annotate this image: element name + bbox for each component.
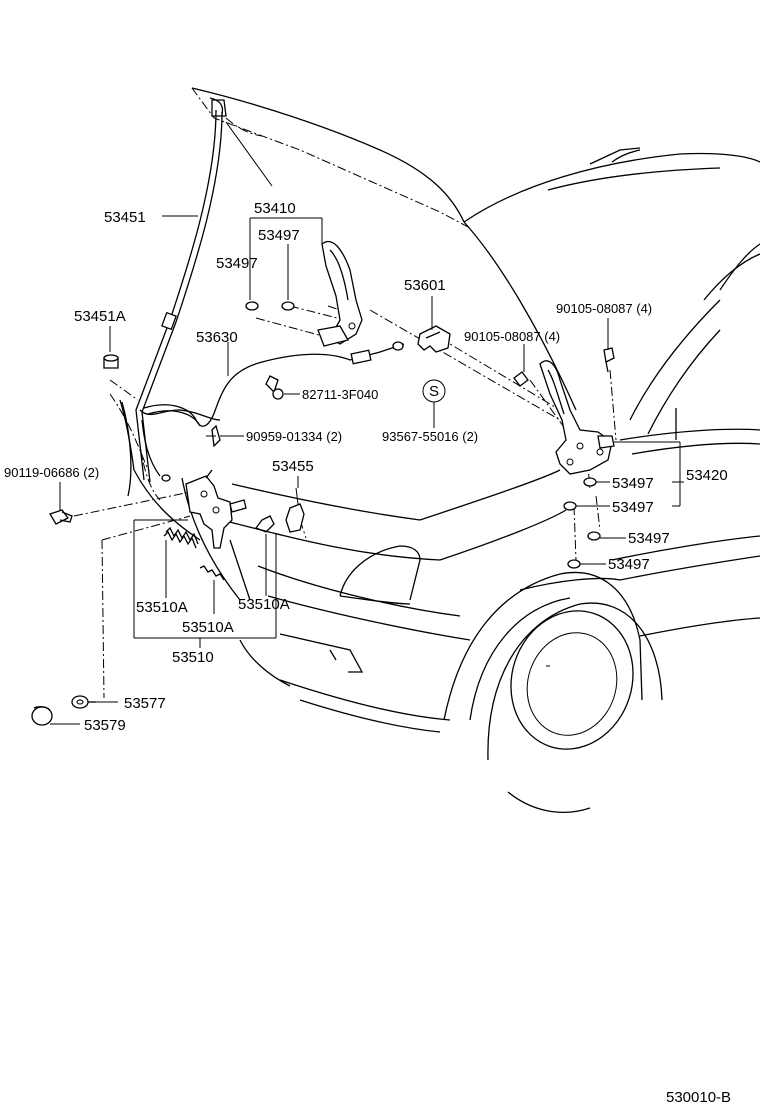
part-labels: 53451 53451 53410 53497 53497 53451A 536… — [4, 200, 731, 1106]
hood-stopper-cap — [31, 706, 53, 726]
label-bolt-upper: 90105-08087 (4) — [556, 301, 652, 316]
label-hinge-rh: 53420 — [686, 467, 728, 484]
hood-lock-assy — [185, 469, 247, 549]
rod-grommet — [103, 354, 119, 369]
label-bolt-lower: 90105-08087 (4) — [464, 329, 560, 344]
bolt-lower — [513, 346, 529, 387]
label-cable-clip: 82711-3F040 — [302, 387, 378, 402]
label-insulator: 53601 — [404, 277, 446, 294]
label-lock-bolt: 90119-06686 (2) — [4, 465, 99, 480]
hood-hinge-rh — [539, 360, 615, 475]
label-spring-b: 53510A — [238, 596, 290, 613]
label-retainer: 93567-55016 (2) — [382, 429, 478, 444]
label-lock-support: 53455 — [272, 458, 314, 475]
hood-stopper — [71, 695, 96, 709]
label-53451: 53451 — [104, 209, 146, 226]
label-spring-a: 53510A — [136, 599, 188, 616]
hood-support-rod — [135, 99, 227, 483]
hinge-cushions-lh — [245, 301, 295, 311]
hood-hinge-lh — [317, 240, 363, 347]
label-cushion-rh-4: 53497 — [608, 556, 650, 573]
bolt-upper — [603, 340, 615, 373]
release-cable — [141, 341, 405, 482]
car-body-outline — [109, 87, 760, 814]
label-lock-assy: 53510 — [172, 649, 214, 666]
label-stopper: 53577 — [124, 695, 166, 712]
label-release-cable: 53630 — [196, 329, 238, 346]
label-cushion-rh-3: 53497 — [628, 530, 670, 547]
figure-code: 530010-B — [666, 1089, 731, 1106]
label-clamp: 90959-01334 (2) — [246, 429, 342, 444]
hinge-cushions-rh — [563, 477, 601, 569]
hood-lock-bolt — [49, 509, 73, 525]
leader-lines — [50, 121, 684, 725]
label-rod-grommet: 53451A — [74, 308, 126, 325]
label-cushion-rh-1: 53497 — [612, 475, 654, 492]
hood-lock-support — [285, 487, 305, 533]
cable-clamp — [206, 424, 221, 448]
cable-clip — [265, 375, 284, 400]
label-hinge-lh: 53410 — [254, 200, 296, 217]
label-marker-s: S — [429, 383, 439, 400]
hood-insulator — [417, 325, 451, 353]
label-cushion-rh-2: 53497 — [612, 499, 654, 516]
label-cushion-lh-a: 53497 — [258, 227, 300, 244]
label-cushion-lh-b: 53497 — [216, 255, 258, 272]
label-spring-c: 53510A — [182, 619, 234, 636]
label-stopper-cap: 53579 — [84, 717, 126, 734]
hood-lock-springs — [163, 515, 275, 581]
